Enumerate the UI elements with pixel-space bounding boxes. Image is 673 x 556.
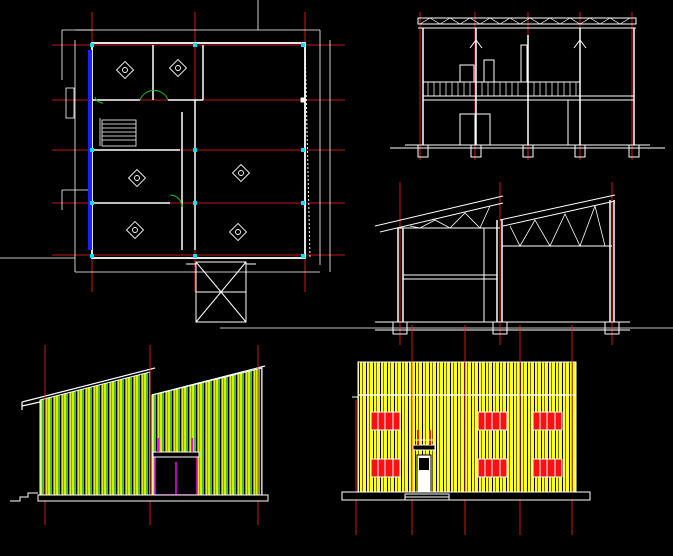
plan-light-fixtures bbox=[115, 58, 306, 242]
window bbox=[477, 411, 508, 431]
window bbox=[532, 458, 563, 478]
cross-section[interactable] bbox=[374, 182, 630, 345]
plan-porch-west bbox=[65, 87, 75, 119]
front-elevation[interactable] bbox=[341, 325, 591, 535]
side-elev-roof bbox=[21, 365, 266, 410]
cross-section-walls bbox=[397, 200, 615, 322]
cross-section-floor-slab bbox=[402, 274, 498, 280]
plan-staircase bbox=[99, 118, 137, 147]
plan-entrance-canopy bbox=[186, 261, 256, 323]
longitudinal-section[interactable] bbox=[390, 12, 665, 160]
long-section-roof bbox=[417, 17, 637, 29]
cross-section-foundations bbox=[375, 321, 630, 335]
front-elev-entrance bbox=[412, 430, 436, 493]
long-section-foundations bbox=[390, 144, 665, 158]
window bbox=[532, 411, 563, 431]
floor-plan[interactable] bbox=[0, 0, 673, 329]
plan-columns bbox=[90, 43, 305, 258]
front-elev-windows bbox=[370, 411, 563, 478]
front-elev-base bbox=[341, 491, 591, 501]
cross-section-roof-left bbox=[374, 195, 504, 233]
long-section-mezzanine bbox=[422, 39, 635, 101]
long-section-ground-floor bbox=[459, 100, 569, 146]
plan-interior-walls bbox=[92, 45, 204, 250]
plan-doors bbox=[94, 89, 183, 208]
window bbox=[477, 458, 508, 478]
long-section-columns bbox=[422, 28, 635, 145]
side-elevation[interactable] bbox=[10, 345, 269, 525]
side-elev-entrance bbox=[152, 438, 200, 496]
cross-section-axis-lines bbox=[399, 182, 613, 345]
cross-section-roof-right bbox=[499, 194, 616, 248]
window bbox=[370, 411, 401, 431]
plan-dimension-frame bbox=[0, 0, 331, 273]
side-elev-base bbox=[10, 492, 269, 502]
window bbox=[370, 458, 401, 478]
